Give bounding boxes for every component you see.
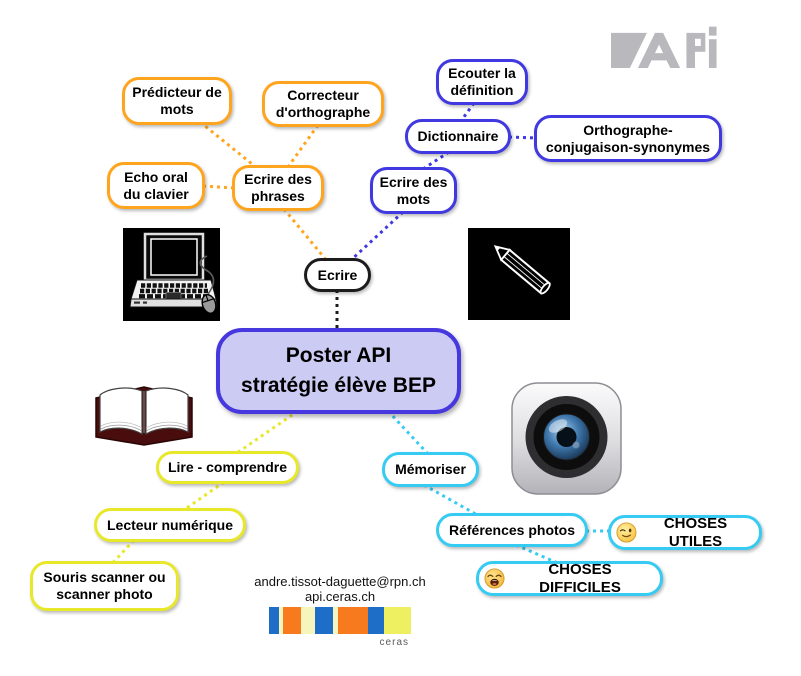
node-label: Orthographe-conjugaison-synonymes	[545, 121, 711, 155]
node-label: Lire - comprendre	[167, 459, 288, 476]
node-ecouter-la-definition: Ecouter la définition	[436, 59, 528, 105]
node-label: Souris scanner ou scanner photo	[43, 569, 166, 602]
node-label: Correcteur d'orthographe	[275, 87, 371, 120]
node-label: Ecrire	[317, 266, 358, 283]
node-choses-difficiles: CHOSES DIFFICILES	[476, 561, 663, 596]
node-label: CHOSES DIFFICILES	[539, 560, 621, 596]
node-echo-oral-du-clavier: Echo oral du clavier	[107, 162, 205, 209]
winking-smiley-icon	[616, 522, 637, 543]
ceras-logo: ceras	[269, 607, 411, 648]
node-label: Echo oral du clavier	[123, 168, 189, 202]
node-orthographe-conjugaison-synonymes: Orthographe-conjugaison-synonymes	[534, 115, 722, 162]
node-label: Ecrire des mots	[379, 173, 448, 207]
node-references-photos: Références photos	[436, 513, 588, 547]
node-label: Prédicteur de mots	[132, 84, 222, 117]
node-lire-comprendre: Lire - comprendre	[156, 451, 299, 484]
central-topic-line2: stratégie élève BEP	[241, 374, 436, 397]
node-choses-utiles: CHOSES UTILES	[608, 515, 762, 550]
node-label: CHOSES UTILES	[663, 514, 728, 550]
central-topic-line1: Poster API	[285, 343, 392, 367]
node-label: Références photos	[448, 521, 576, 538]
camera-app-icon	[511, 382, 622, 495]
laptop-image	[123, 228, 220, 321]
node-label: Ecouter la définition	[448, 65, 516, 98]
ceras-logo-text: ceras	[380, 637, 409, 648]
pencil-image	[468, 228, 570, 320]
node-ecrire: Ecrire	[304, 258, 371, 292]
node-lecteur-numerique: Lecteur numérique	[94, 508, 246, 542]
node-predicteur-de-mots: Prédicteur de mots	[122, 77, 232, 125]
node-dictionnaire: Dictionnaire	[405, 119, 511, 154]
weary-smiley-icon	[484, 568, 505, 589]
node-label: Dictionnaire	[417, 128, 499, 145]
node-correcteur-orthographe: Correcteur d'orthographe	[262, 81, 384, 127]
node-label: Ecrire des phrases	[244, 171, 312, 204]
central-topic: Poster API stratégie élève BEP	[216, 328, 461, 414]
open-book-image	[95, 386, 193, 446]
node-label: Mémoriser	[395, 461, 466, 478]
contact-website: api.ceras.ch	[304, 589, 376, 605]
node-memoriser: Mémoriser	[382, 452, 479, 487]
node-ecrire-des-phrases: Ecrire des phrases	[232, 165, 324, 211]
contact-block: andre.tissot-daguette@rpn.ch api.ceras.c…	[229, 574, 451, 604]
node-souris-scanner: Souris scanner ou scanner photo	[30, 561, 179, 611]
api-logo: www.ceras.ch	[611, 26, 717, 68]
node-ecrire-des-mots: Ecrire des mots	[370, 167, 457, 214]
contact-email: andre.tissot-daguette@rpn.ch	[254, 574, 426, 589]
node-label: Lecteur numérique	[106, 516, 234, 533]
